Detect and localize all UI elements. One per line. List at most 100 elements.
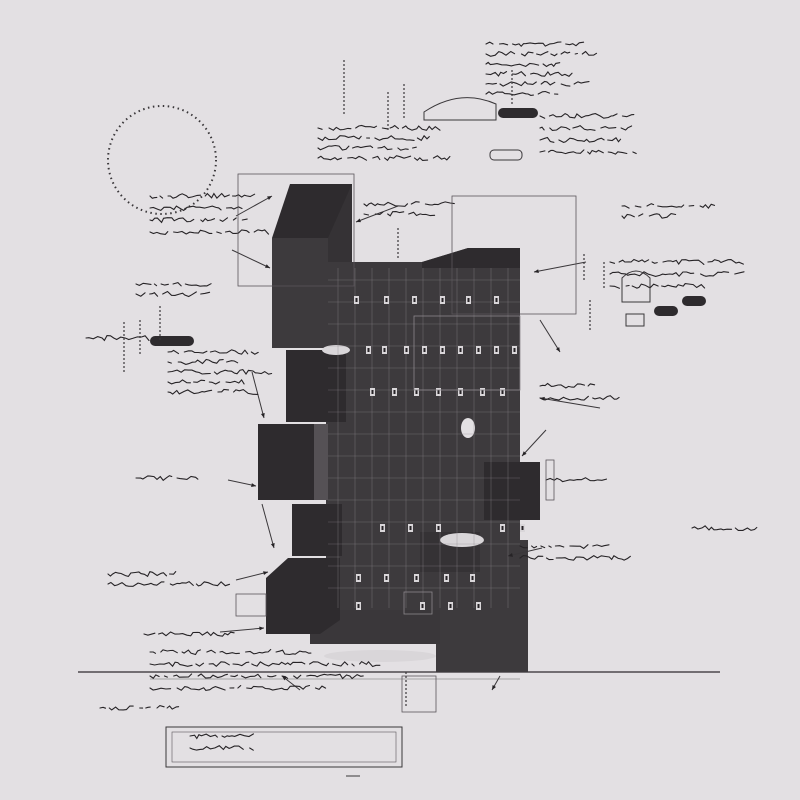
- annotation-scribble: [609, 258, 744, 265]
- frame-tower: [237, 173, 355, 287]
- annotation-scribble: [363, 201, 455, 207]
- window-mullion: [477, 604, 480, 608]
- leader-line: [539, 397, 601, 409]
- annotation-scribble: [519, 544, 610, 550]
- right-bay: [484, 462, 540, 520]
- annotation-scribble: [149, 192, 256, 199]
- site-circle: [107, 105, 217, 215]
- leader-line: [539, 319, 561, 353]
- leader-arrowhead: [508, 553, 513, 557]
- frame-bottom-small: [401, 675, 437, 713]
- leader-line: [227, 479, 257, 487]
- roof-step: [422, 248, 520, 268]
- annotation-scribble: [317, 144, 417, 151]
- annotation-scribble: [149, 205, 243, 212]
- leader-arrowhead: [251, 483, 256, 487]
- frame-left-small: [235, 593, 267, 617]
- window-mullion: [501, 526, 504, 530]
- window-mullion: [441, 348, 444, 352]
- window-mullion: [441, 298, 444, 302]
- annotation-scribble: [317, 134, 430, 142]
- window-mullion: [467, 298, 470, 302]
- leader-arrowhead: [492, 685, 496, 690]
- balcony-2: [440, 533, 484, 547]
- annotation-scribble: [135, 475, 199, 482]
- window-mullion: [409, 526, 412, 530]
- window-mullion: [437, 390, 440, 394]
- window-mullion: [495, 348, 498, 352]
- window-mullion: [501, 390, 504, 394]
- left-block-4: [266, 558, 340, 634]
- annotation-scribble: [149, 684, 327, 691]
- window-mullion: [355, 298, 358, 302]
- annotation-scribble: [149, 660, 381, 668]
- window-mullion: [367, 348, 370, 352]
- annotation-scribble: [539, 149, 637, 155]
- annotation-notes: [85, 41, 763, 751]
- window-mullion: [405, 348, 408, 352]
- leader-arrowhead: [522, 451, 527, 456]
- detail-arch: [621, 270, 651, 303]
- detail-capsule-1: [498, 108, 538, 118]
- ground-pad: [324, 650, 436, 662]
- annotation-scribble: [539, 136, 622, 143]
- round-opening: [461, 418, 475, 438]
- window-mullion: [381, 526, 384, 530]
- window-mullion: [459, 390, 462, 394]
- annotation-scribble: [85, 335, 150, 342]
- window-mullion: [471, 576, 474, 580]
- window-mullion: [477, 348, 480, 352]
- left-block-2: [258, 424, 314, 500]
- window-mullion: [357, 576, 360, 580]
- vertical-ticks: [123, 60, 605, 708]
- window-mullion: [413, 298, 416, 302]
- window-mullion: [385, 298, 388, 302]
- window-mullion: [437, 526, 440, 530]
- annotation-scribble: [485, 70, 573, 77]
- window-mullion: [423, 348, 426, 352]
- annotation-scribble: [167, 388, 259, 395]
- left-block-3: [292, 504, 342, 556]
- legend-frame-inner: [171, 731, 397, 763]
- detail-components: [150, 97, 706, 346]
- leader-line: [507, 547, 543, 557]
- dimension-frames: [235, 173, 577, 713]
- leader-arrowhead: [534, 269, 539, 274]
- annotation-scribble: [485, 41, 585, 48]
- leader-lines: [219, 195, 601, 691]
- annotation-scribble: [539, 112, 635, 119]
- window-mullion: [415, 576, 418, 580]
- leader-line: [521, 429, 547, 457]
- window-mullion: [459, 348, 462, 352]
- annotation-scribble: [485, 61, 561, 68]
- window-mullion: [371, 390, 374, 394]
- leader-arrowhead: [263, 571, 268, 576]
- annotation-scribble: [189, 733, 255, 740]
- frame-roof: [451, 195, 577, 315]
- window-mullion: [495, 298, 498, 302]
- window-mullion: [383, 348, 386, 352]
- window-mullion: [449, 604, 452, 608]
- annotation-scribble: [609, 283, 706, 289]
- annotation-scribble: [485, 80, 590, 87]
- detail-dome-1: [423, 97, 497, 121]
- legend-frame-outer: [165, 726, 403, 768]
- leader-line: [235, 195, 273, 217]
- annotation-scribble: [149, 673, 364, 680]
- legend-box: [165, 726, 403, 777]
- left-block-1: [286, 350, 346, 422]
- annotation-scribble: [545, 477, 608, 483]
- tower-body: [272, 238, 328, 348]
- leader-line: [251, 371, 265, 419]
- window-mullion: [357, 604, 360, 608]
- window-mullion: [481, 390, 484, 394]
- frame-door: [403, 591, 433, 615]
- leader-arrowhead: [259, 626, 264, 631]
- leader-line: [261, 503, 275, 549]
- annotation-scribble: [363, 211, 436, 217]
- window-mullion: [421, 604, 424, 608]
- leader-arrowhead: [270, 543, 275, 548]
- facade-grid: [328, 268, 520, 608]
- detail-box: [625, 313, 645, 327]
